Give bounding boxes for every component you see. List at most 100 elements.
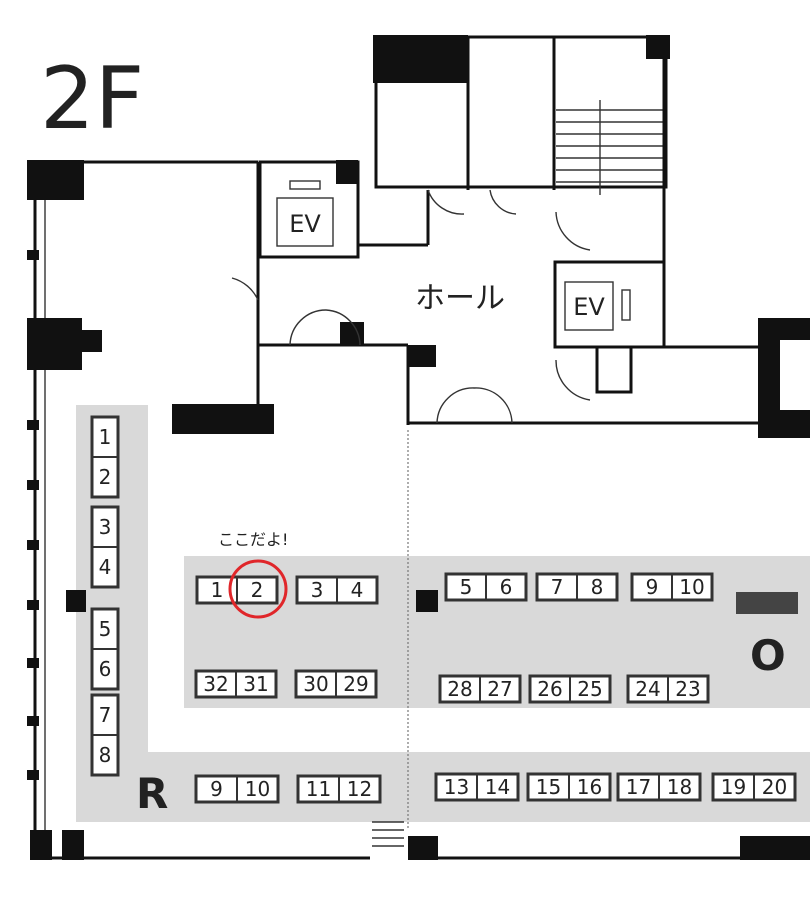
window-mark <box>27 658 39 668</box>
door-arc <box>555 359 591 401</box>
booth-number: 8 <box>99 743 112 767</box>
floor-label: 2F <box>40 49 144 149</box>
column-toilet-right <box>646 35 670 59</box>
booth-number: 10 <box>679 575 704 599</box>
booth-number: 9 <box>646 575 659 599</box>
toilet-block <box>374 35 668 189</box>
booth-top-right[interactable]: 9 10 <box>630 572 714 602</box>
window-mark <box>27 420 39 430</box>
bottom-stairs <box>372 821 404 847</box>
booth-number: 12 <box>347 777 372 801</box>
hall-label: ホール <box>415 281 505 316</box>
door-arc <box>325 309 361 346</box>
walls <box>27 35 810 860</box>
booth-number: 15 <box>536 775 561 799</box>
booth-number: 3 <box>99 515 112 539</box>
booth-left-column[interactable]: 78 <box>90 693 120 777</box>
elevator-2-shaft <box>553 260 666 349</box>
marker-center <box>416 590 438 612</box>
window-mark <box>27 480 39 490</box>
booth-number: 5 <box>99 617 112 641</box>
booth-number: 23 <box>675 677 700 701</box>
window-mark <box>27 540 39 550</box>
door-arc <box>427 189 465 215</box>
column-bottom-left-2 <box>62 830 84 860</box>
booth-number: 3 <box>311 578 324 602</box>
door-arc <box>489 189 517 215</box>
marker-left <box>66 590 86 612</box>
booth-bottom[interactable]: 13 14 <box>434 772 520 802</box>
booth-number: 7 <box>551 575 564 599</box>
door-arc <box>555 211 591 251</box>
booth-middle-left[interactable]: 30 29 <box>294 669 378 699</box>
booth-number: 27 <box>487 677 512 701</box>
booth-middle-right[interactable]: 26 25 <box>528 674 612 704</box>
elevator-2-car <box>564 281 614 331</box>
door-arc <box>436 387 475 424</box>
booth-number: 25 <box>577 677 602 701</box>
booth-number: 2 <box>251 578 264 602</box>
window-mark <box>27 600 39 610</box>
booth-number: 1 <box>99 425 112 449</box>
booth-number: 6 <box>99 657 112 681</box>
column-left-mid-2 <box>60 330 102 352</box>
booth-middle-right[interactable]: 28 27 <box>438 674 522 704</box>
booth-number: 16 <box>577 775 602 799</box>
annotation-text: ここだよ! <box>218 530 288 549</box>
column-bottom-right <box>740 836 810 860</box>
elevator-2-door <box>621 289 631 321</box>
window-mark <box>27 716 39 726</box>
elevator-1-label: EV <box>289 210 321 238</box>
booth-number: 10 <box>245 777 270 801</box>
column-hall-left <box>172 404 274 434</box>
booth-number: 9 <box>210 777 223 801</box>
area-r-label: R <box>136 769 168 818</box>
booth-number: 24 <box>635 677 660 701</box>
booth-number: 8 <box>591 575 604 599</box>
booth-number: 20 <box>762 775 787 799</box>
booth-number: 29 <box>343 672 368 696</box>
booth-left-column[interactable]: 12 <box>90 415 120 499</box>
booth-number: 4 <box>351 578 364 602</box>
booth-number: 6 <box>500 575 513 599</box>
service-room <box>595 345 633 394</box>
booth-number: 30 <box>303 672 328 696</box>
booth-number: 31 <box>243 672 268 696</box>
stairs <box>556 100 664 195</box>
door-arc <box>231 277 259 301</box>
booth-left-column[interactable]: 56 <box>90 607 120 691</box>
column-ev1 <box>336 160 358 184</box>
area-o-label: O <box>750 631 786 680</box>
marker-right <box>736 592 798 614</box>
door-arc <box>473 387 513 424</box>
door-arc <box>289 309 327 346</box>
booth-number: 28 <box>447 677 472 701</box>
booth-number: 2 <box>99 465 112 489</box>
booth-bottom[interactable]: 9 10 <box>194 774 280 804</box>
window-marks <box>27 250 39 780</box>
column-bottom-mid <box>408 836 438 860</box>
booth-number: 13 <box>444 775 469 799</box>
column-hall-right <box>408 345 436 367</box>
booth-middle-right[interactable]: 24 23 <box>626 674 710 704</box>
booth-number: 4 <box>99 555 112 579</box>
booth-number: 18 <box>667 775 692 799</box>
booth-left-column[interactable]: 34 <box>90 505 120 589</box>
booth-number: 1 <box>211 578 224 602</box>
booth-number: 26 <box>537 677 562 701</box>
booth-number: 14 <box>485 775 510 799</box>
booth-number: 17 <box>626 775 651 799</box>
window-mark <box>27 770 39 780</box>
booth-number: 7 <box>99 703 112 727</box>
